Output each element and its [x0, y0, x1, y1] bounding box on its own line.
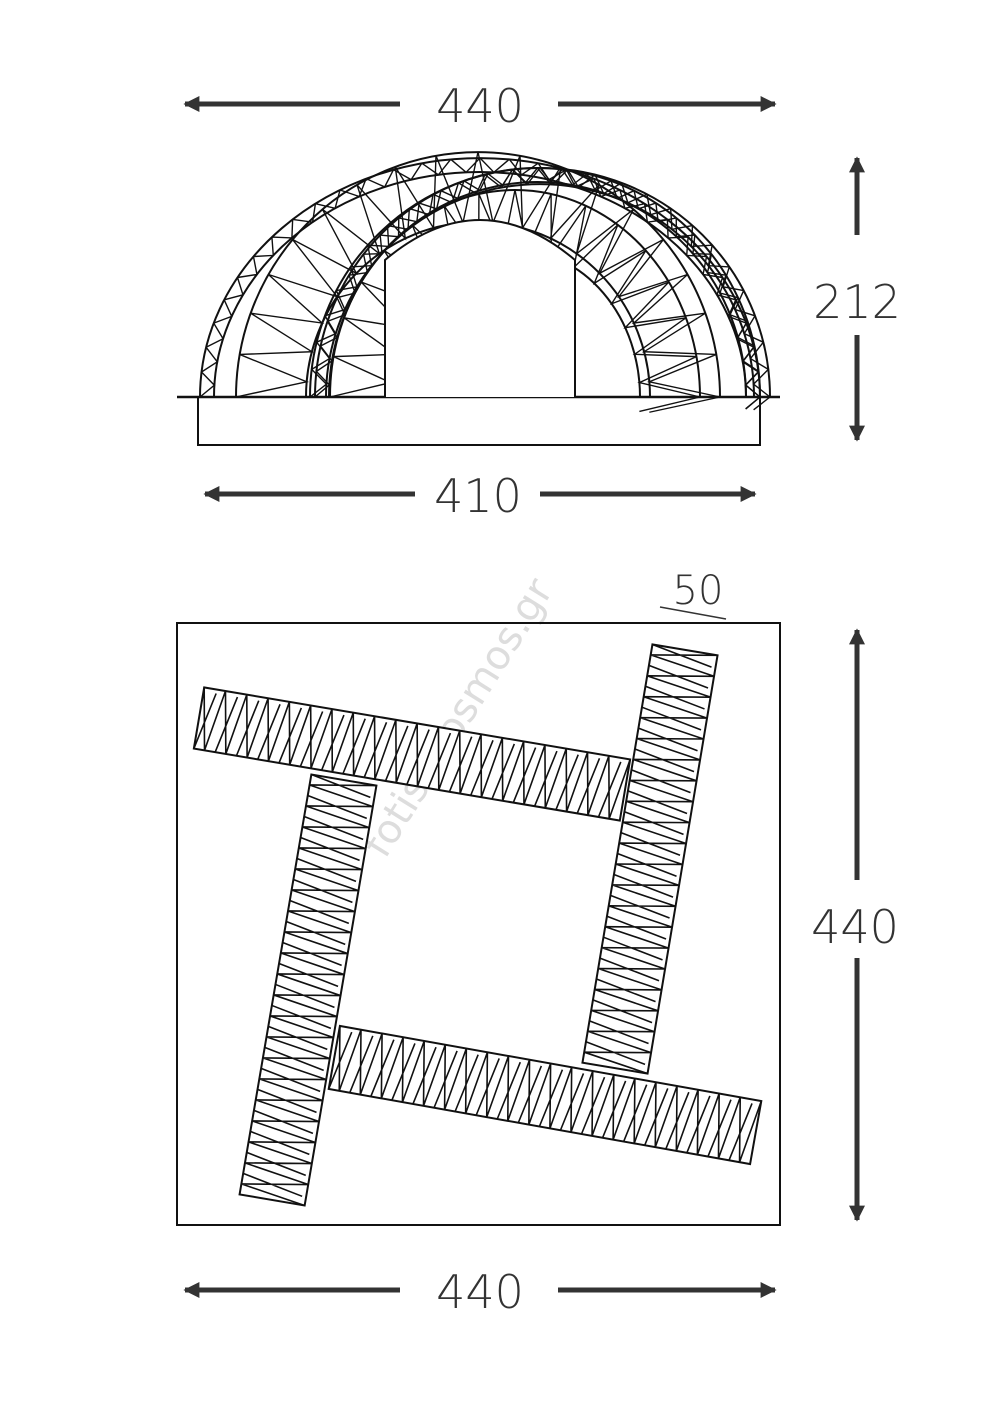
arch: [199, 157, 761, 410]
dim-front-width-label: 440: [436, 79, 524, 133]
dim-top-width-label: 440: [436, 1265, 524, 1319]
crystal-bar: [238, 773, 378, 1207]
dim-bar-width-arrow: [659, 606, 727, 620]
front-view: [177, 151, 780, 446]
top-view-frame: [176, 622, 781, 1226]
dim-top-depth-label: 440: [811, 900, 899, 954]
crystal-bar: [327, 1024, 763, 1166]
dim-base-width-label: 410: [434, 469, 522, 523]
dim-front-height-label: 212: [813, 275, 901, 329]
dim-bar-width-label: 50: [673, 568, 724, 614]
front-arches: [199, 151, 771, 413]
crystal-bars: [192, 643, 763, 1207]
top-view: [176, 622, 781, 1226]
crystal-bar: [192, 686, 632, 822]
crystal-bar: [581, 643, 719, 1075]
front-base-plate: [197, 396, 761, 446]
arch: [314, 167, 761, 410]
